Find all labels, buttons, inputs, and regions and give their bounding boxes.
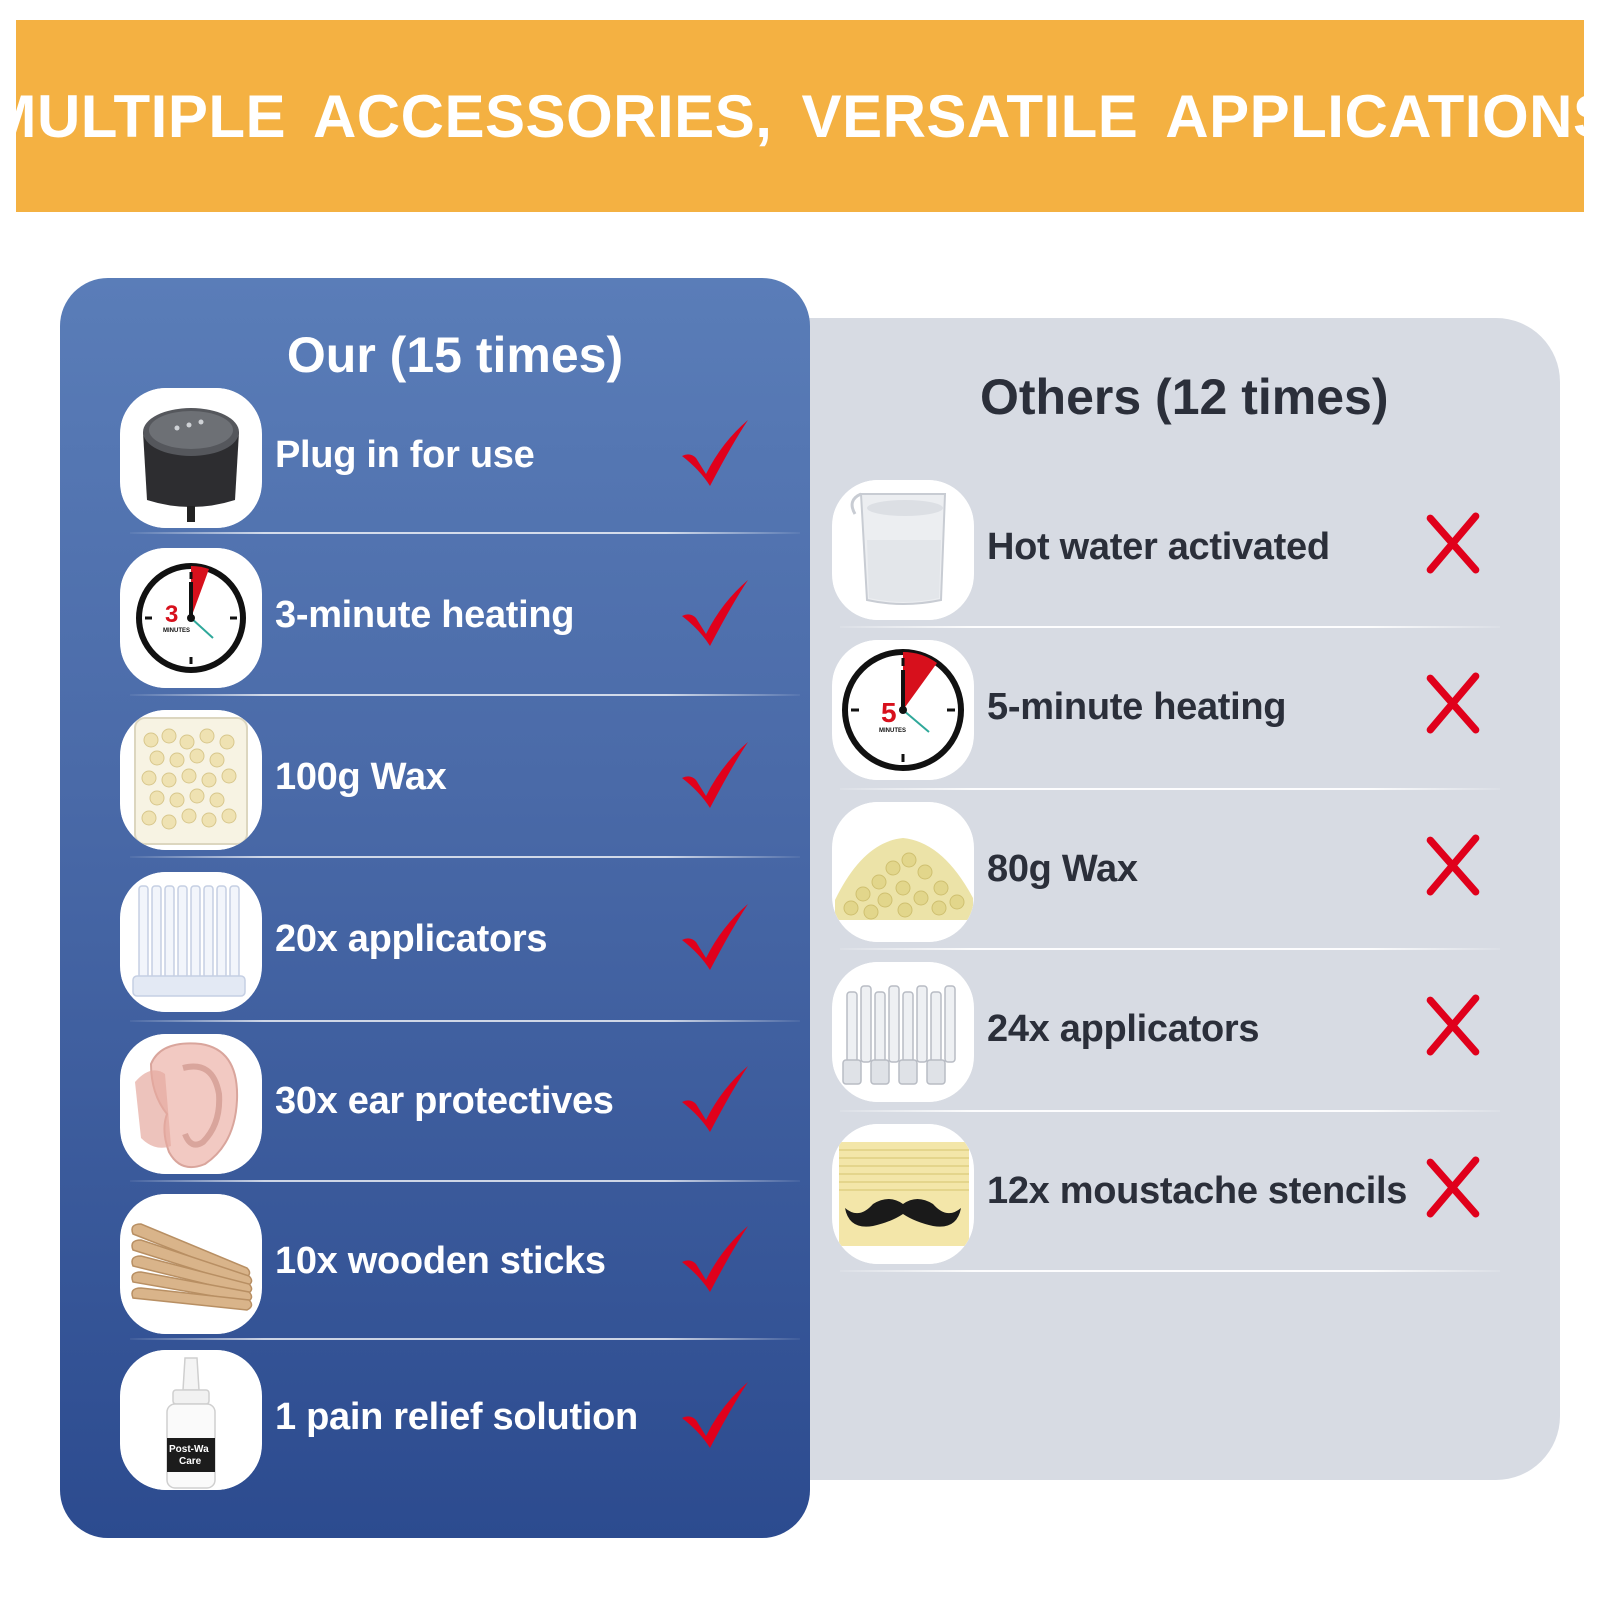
solution-bottle-icon: Post-Wa Care bbox=[120, 1350, 262, 1490]
item-label: 30x ear protectives bbox=[275, 1080, 614, 1122]
ear-protector-icon bbox=[120, 1034, 262, 1174]
list-item: 3 MINUTES 3-minute heating bbox=[120, 548, 750, 688]
checkmark-icon bbox=[678, 900, 750, 972]
banner-title: MULTIPLE ACCESSORIES, VERSATILE APPLICAT… bbox=[0, 82, 1600, 150]
row-divider bbox=[840, 948, 1500, 950]
list-item: Plug in for use bbox=[120, 388, 750, 528]
item-label: 10x wooden sticks bbox=[275, 1240, 606, 1282]
item-label: 3-minute heating bbox=[275, 594, 575, 636]
measuring-cup-icon bbox=[832, 480, 974, 620]
row-divider bbox=[130, 856, 800, 858]
item-label: 5-minute heating bbox=[987, 686, 1287, 728]
cross-icon bbox=[1422, 994, 1484, 1056]
others-title: Others (12 times) bbox=[980, 369, 1389, 425]
item-label: 1 pain relief solution bbox=[275, 1396, 638, 1438]
list-item: 12x moustache stencils bbox=[832, 1124, 1480, 1264]
item-label: 24x applicators bbox=[987, 1008, 1260, 1050]
list-item: 100g Wax bbox=[120, 710, 750, 850]
moustache-stencil-icon bbox=[832, 1124, 974, 1264]
applicators-icon bbox=[832, 962, 974, 1102]
cross-icon bbox=[1422, 1156, 1484, 1218]
applicators-icon bbox=[120, 872, 262, 1012]
wax-beads-icon bbox=[832, 802, 974, 942]
title-banner: MULTIPLE ACCESSORIES, VERSATILE APPLICAT… bbox=[0, 20, 1600, 212]
wooden-sticks-icon bbox=[120, 1194, 262, 1334]
cross-icon bbox=[1422, 834, 1484, 896]
checkmark-icon bbox=[678, 1378, 750, 1450]
clock-caption: MINUTES bbox=[879, 728, 906, 734]
item-label: 12x moustache stencils bbox=[987, 1170, 1408, 1212]
list-item: 80g Wax bbox=[832, 802, 1480, 942]
item-label: Hot water activated bbox=[987, 526, 1330, 568]
row-divider bbox=[130, 1020, 800, 1022]
clock-number: 5 bbox=[881, 697, 897, 728]
item-label: 20x applicators bbox=[275, 918, 548, 960]
list-item: Hot water activated bbox=[832, 480, 1480, 620]
list-item: 5 MINUTES 5-minute heating bbox=[832, 640, 1480, 780]
item-label: Plug in for use bbox=[275, 434, 535, 476]
checkmark-icon bbox=[678, 1222, 750, 1294]
clock-caption: MINUTES bbox=[163, 628, 190, 634]
cross-icon bbox=[1422, 672, 1484, 734]
checkmark-icon bbox=[678, 1062, 750, 1134]
clock-number: 3 bbox=[165, 601, 178, 628]
checkmark-icon bbox=[678, 738, 750, 810]
row-divider bbox=[840, 788, 1500, 790]
clock-3-minutes-icon: 3 MINUTES bbox=[120, 548, 262, 688]
clock-5-minutes-icon: 5 MINUTES bbox=[832, 640, 974, 780]
list-item: 24x applicators bbox=[832, 962, 1480, 1102]
wax-warmer-icon bbox=[120, 388, 262, 528]
item-label: 80g Wax bbox=[987, 848, 1138, 890]
row-divider bbox=[130, 1180, 800, 1182]
wax-bag-icon bbox=[120, 710, 262, 850]
ours-title: Our (15 times) bbox=[286, 327, 624, 383]
bottle-label-line-2: Care bbox=[179, 1456, 202, 1467]
row-divider bbox=[840, 626, 1500, 628]
ours-panel: Our (15 times) Plug in for use bbox=[60, 278, 810, 1538]
list-item: 10x wooden sticks bbox=[120, 1194, 750, 1334]
cross-icon bbox=[1422, 512, 1484, 574]
row-divider bbox=[130, 1338, 800, 1340]
list-item: 20x applicators bbox=[120, 872, 750, 1012]
row-divider bbox=[130, 694, 800, 696]
list-item: Post-Wa Care 1 pain relief solution bbox=[120, 1350, 750, 1490]
bottle-label-line-1: Post-Wa bbox=[169, 1444, 209, 1455]
checkmark-icon bbox=[678, 576, 750, 648]
list-item: 30x ear protectives bbox=[120, 1034, 750, 1174]
row-divider bbox=[130, 532, 800, 534]
row-divider bbox=[840, 1110, 1500, 1112]
row-divider bbox=[840, 1270, 1500, 1272]
item-label: 100g Wax bbox=[275, 756, 447, 798]
checkmark-icon bbox=[678, 416, 750, 488]
others-panel: Others (12 times) Hot water activated bbox=[780, 318, 1560, 1480]
